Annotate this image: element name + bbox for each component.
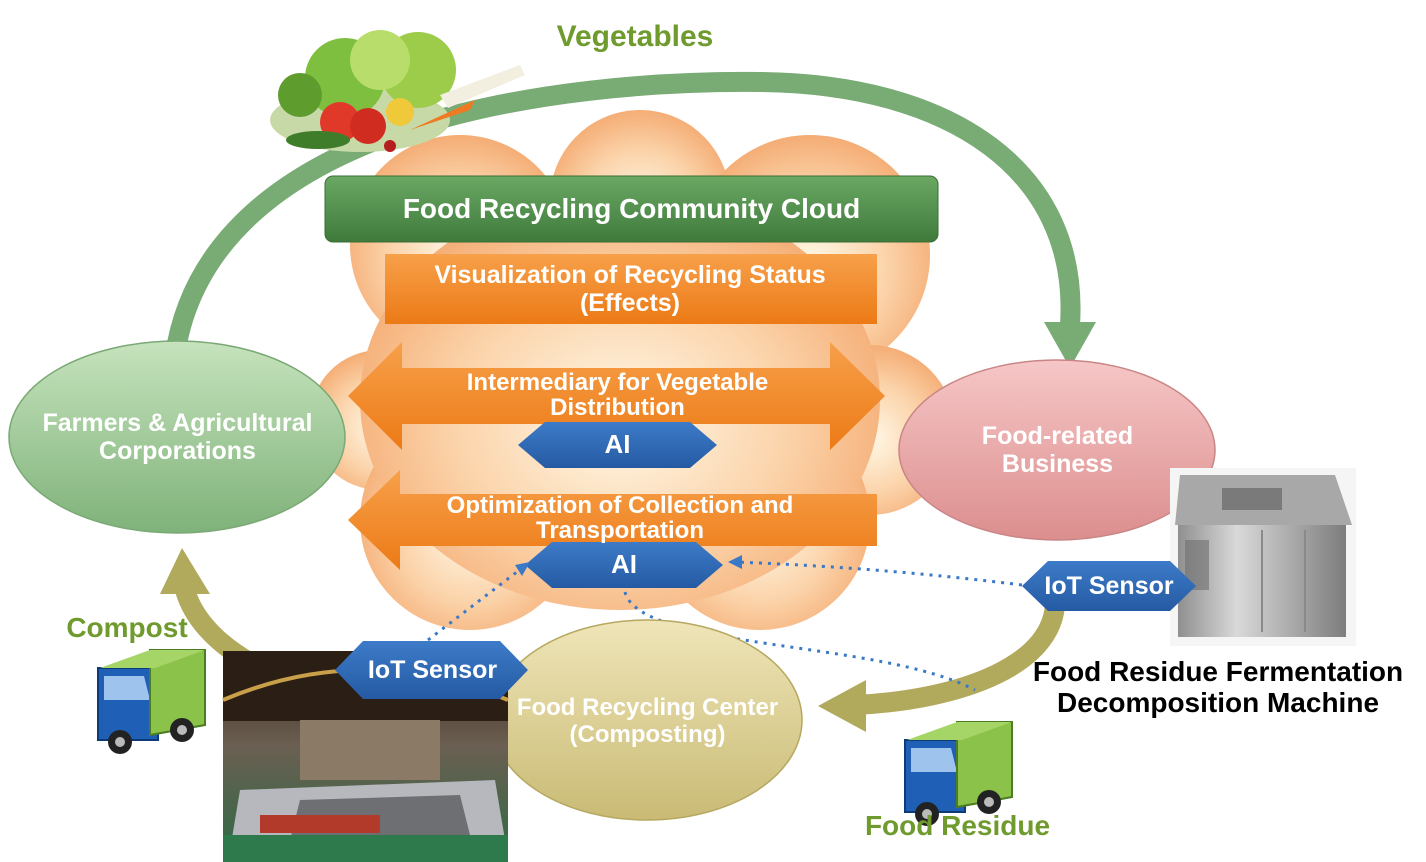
food-residue-flow-arrow xyxy=(818,585,1066,732)
machine-caption: Food Residue Fermentation Decomposition … xyxy=(1032,656,1404,718)
vegetables-illustration xyxy=(270,30,525,152)
fermentation-machine-image xyxy=(1170,468,1356,646)
iot-sensor-label-business: IoT Sensor xyxy=(1044,572,1174,600)
vegetables-flow-arrow xyxy=(165,71,1096,368)
optimization-label: Optimization of Collection and Transport… xyxy=(446,491,794,544)
iot-sensor-hexagon-center xyxy=(335,641,528,699)
truck-icon-food-residue xyxy=(904,721,1013,826)
ai-label-lower: AI xyxy=(611,549,637,580)
food-business-label: Food-related Business xyxy=(981,422,1134,478)
iot-sensor-label-center: IoT Sensor xyxy=(367,656,498,684)
ai-hexagon-upper xyxy=(518,422,717,468)
optimization-left-arrow xyxy=(348,470,877,570)
farmers-label: Farmers & Agricultural Corporations xyxy=(42,409,313,465)
intermediary-label: Intermediary for Vegetable Distribution xyxy=(466,368,769,421)
iot-data-lines xyxy=(427,560,1023,692)
cloud-title: Food Recycling Community Cloud xyxy=(402,193,861,225)
farmers-ellipse xyxy=(8,340,346,534)
cloud-title-bar xyxy=(324,175,939,243)
visualization-label: Visualization of Recycling Status (Effec… xyxy=(434,261,826,317)
ai-label-upper: AI xyxy=(604,429,631,460)
food-business-ellipse xyxy=(898,359,1216,541)
compost-label: Compost xyxy=(66,612,188,643)
vegetables-label: Vegetables xyxy=(556,20,714,53)
truck-icon-compost xyxy=(97,649,206,754)
iot-sensor-hexagon-business xyxy=(1022,561,1196,611)
ai-hexagon-lower xyxy=(525,542,723,588)
visualization-box xyxy=(385,254,877,324)
intermediary-double-arrow xyxy=(348,342,885,450)
food-residue-label: Food Residue xyxy=(864,810,1051,841)
recycling-center-label: Food Recycling Center (Composting) xyxy=(516,694,779,748)
